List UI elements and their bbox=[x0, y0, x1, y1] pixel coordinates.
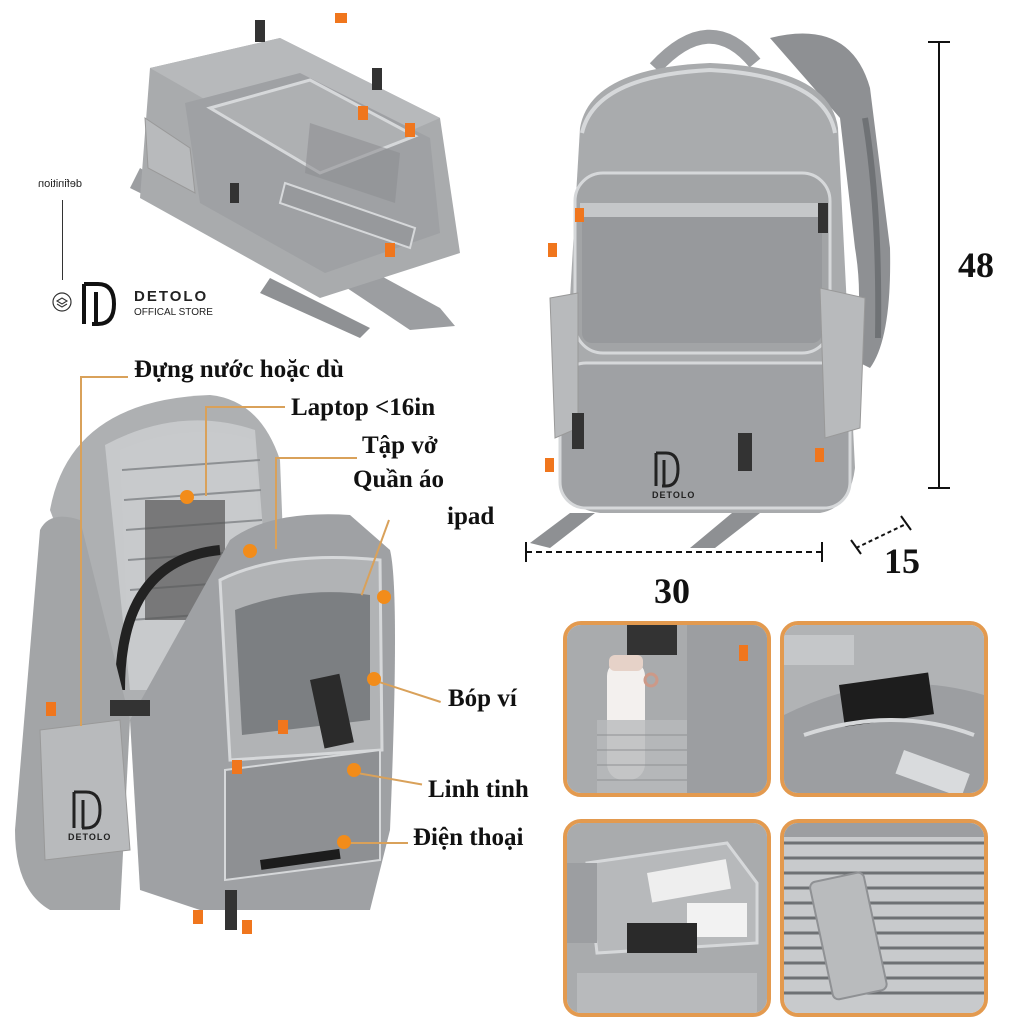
side-pocket-bottle-photo bbox=[567, 625, 767, 793]
label-clothes: Quần áo bbox=[353, 466, 445, 493]
inset-laptop-sleeve bbox=[780, 819, 988, 1017]
marker-ipad bbox=[377, 590, 391, 604]
width-value: 30 bbox=[654, 571, 690, 611]
brand-name: DETOLO bbox=[134, 288, 209, 305]
leader-laptop-v bbox=[205, 406, 207, 496]
laptop-sleeve-photo bbox=[784, 823, 984, 1013]
backpack-open-view bbox=[15, 395, 395, 934]
width-measure-line bbox=[526, 551, 822, 553]
label-phone: Điện thoại bbox=[413, 824, 524, 851]
inset-front-pocket-phone bbox=[563, 819, 771, 1017]
inset-side-pocket-bottle bbox=[563, 621, 771, 797]
leader-water-h bbox=[80, 376, 128, 378]
width-measure-cap-right bbox=[821, 542, 823, 562]
leader-laptop-h bbox=[205, 406, 285, 408]
marker-misc bbox=[347, 763, 361, 777]
leader-notebook-v bbox=[275, 457, 277, 549]
label-laptop: Laptop <16in bbox=[291, 394, 436, 421]
leader-phone bbox=[345, 842, 408, 844]
label-water-pocket: Đựng nước hoặc dù bbox=[134, 356, 344, 383]
marker-laptop bbox=[180, 490, 194, 504]
backpack-front-view bbox=[530, 29, 891, 548]
height-value: 48 bbox=[958, 245, 994, 285]
label-misc: Linh tinh bbox=[428, 776, 529, 803]
layers-icon bbox=[52, 292, 72, 312]
brand-tagline: OFFICAL STORE bbox=[134, 307, 213, 318]
marker-wallet bbox=[367, 672, 381, 686]
leader-notebook-h bbox=[275, 457, 357, 459]
label-notebook: Tập vở bbox=[362, 432, 438, 459]
front-bag-brand-print: DETOLO bbox=[652, 490, 696, 500]
watermark-text: definition bbox=[38, 178, 83, 190]
label-wallet: Bóp ví bbox=[448, 685, 517, 712]
inset-front-pocket-wallet bbox=[780, 621, 988, 797]
height-measure-line bbox=[938, 42, 940, 488]
detolo-logo-icon bbox=[82, 282, 117, 326]
watermark-divider bbox=[62, 200, 63, 280]
label-ipad: ipad bbox=[447, 503, 495, 530]
front-pocket-phone-photo bbox=[567, 823, 767, 1013]
backpack-top-view bbox=[130, 13, 460, 338]
marker-phone bbox=[337, 835, 351, 849]
depth-value: 15 bbox=[884, 541, 920, 581]
front-pocket-wallet-photo bbox=[784, 625, 984, 793]
leader-water-v bbox=[80, 376, 82, 726]
width-measure-cap-left bbox=[525, 542, 527, 562]
height-measure-cap-top bbox=[928, 41, 950, 43]
height-measure-cap-bottom bbox=[928, 487, 950, 489]
marker-notebook bbox=[243, 544, 257, 558]
open-bag-brand-print: DETOLO bbox=[68, 832, 112, 842]
depth-measure-line bbox=[850, 515, 912, 555]
